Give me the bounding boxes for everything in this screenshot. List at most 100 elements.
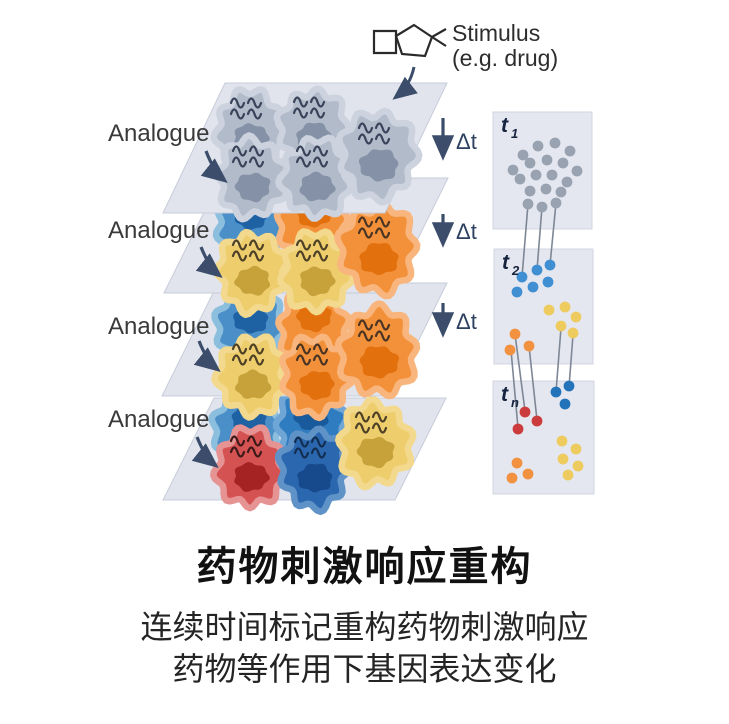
tn-subscript: n bbox=[511, 395, 519, 410]
cell-dot-gray bbox=[571, 165, 583, 177]
analogue-arrow-4 bbox=[191, 436, 219, 469]
rna-mark bbox=[229, 435, 246, 447]
cell-nucleus bbox=[234, 265, 271, 296]
trajectory-line bbox=[514, 333, 526, 412]
cell-nucleus bbox=[235, 369, 272, 399]
cell-dot-blue bbox=[511, 286, 523, 298]
rna-mark bbox=[357, 330, 374, 342]
rna-mark bbox=[374, 227, 391, 239]
cell-dot-dblue bbox=[550, 386, 562, 398]
cell-nucleus bbox=[300, 266, 336, 297]
cell-nucleus bbox=[358, 149, 399, 182]
rna-mark bbox=[357, 227, 374, 239]
cell-dot-yellow bbox=[559, 301, 571, 313]
rna-mark bbox=[357, 216, 374, 228]
cell-dot-yellow bbox=[562, 469, 574, 481]
rna-mark bbox=[248, 156, 265, 168]
cell-dot-gray bbox=[507, 164, 519, 176]
rna-mark bbox=[231, 145, 248, 157]
rna-mark bbox=[231, 156, 248, 168]
cell-dot-dblue bbox=[559, 398, 571, 410]
rna-mark bbox=[295, 156, 312, 168]
rna-mark bbox=[374, 330, 391, 342]
rna-mark bbox=[246, 97, 263, 109]
cell-dot-gray bbox=[514, 173, 526, 185]
cell-nucleus bbox=[359, 346, 400, 379]
cell-dot-yellow bbox=[557, 453, 569, 465]
tn-label: t bbox=[501, 383, 509, 406]
analogue-arrow-1 bbox=[200, 150, 228, 184]
rna-mark bbox=[312, 343, 329, 355]
cell-nucleus bbox=[299, 371, 335, 401]
analogue-arrow-2 bbox=[195, 246, 223, 279]
rna-mark bbox=[312, 239, 329, 251]
cell-dot-gray bbox=[555, 186, 567, 198]
rna-mark bbox=[248, 145, 265, 157]
cell-dot-gray bbox=[517, 149, 529, 161]
cell-dot-gray bbox=[550, 197, 562, 209]
rna-mark bbox=[357, 133, 374, 145]
rna-mark bbox=[231, 354, 248, 366]
drug-molecule-icon bbox=[372, 23, 447, 58]
rna-mark bbox=[312, 156, 329, 168]
analogue-label-4: Analogue bbox=[108, 406, 209, 433]
rna-mark bbox=[374, 133, 391, 145]
rna-mark bbox=[354, 422, 371, 434]
cell-dot-gray bbox=[524, 185, 536, 197]
cell-dot-gray bbox=[549, 137, 561, 149]
cell-dot-gray bbox=[561, 176, 573, 188]
cell-nucleus bbox=[297, 463, 333, 493]
delta-t-label-1: Δt bbox=[456, 129, 477, 154]
t1-subscript: 1 bbox=[511, 126, 518, 141]
rna-mark bbox=[229, 108, 246, 120]
cell-dot-blue bbox=[531, 264, 543, 276]
cell-dot-blue bbox=[516, 271, 528, 283]
rna-mark bbox=[371, 411, 388, 423]
cell-nucleus bbox=[234, 462, 270, 492]
cell-dot-gray bbox=[522, 198, 534, 210]
cell-dot-red bbox=[519, 406, 531, 418]
trajectory-line bbox=[555, 327, 562, 393]
cell-dot-orange bbox=[509, 328, 521, 340]
cell-dot-blue bbox=[542, 276, 554, 288]
rna-mark bbox=[248, 354, 265, 366]
rna-mark bbox=[312, 354, 329, 366]
rna-mark bbox=[248, 343, 265, 355]
cell-nucleus bbox=[299, 171, 336, 202]
rna-mark bbox=[231, 343, 248, 355]
rna-mark bbox=[309, 107, 326, 119]
t2-subscript: 2 bbox=[511, 263, 520, 278]
cell-dot-gray bbox=[546, 169, 558, 181]
rna-mark bbox=[371, 422, 388, 434]
analogue-label-1: Analogue bbox=[108, 120, 209, 147]
stimulus-arrow bbox=[392, 66, 418, 100]
delta-t-label-3: Δt bbox=[456, 309, 477, 334]
rna-mark bbox=[295, 239, 312, 251]
delta-t-label-2: Δt bbox=[456, 219, 477, 244]
cell-nucleus bbox=[234, 172, 271, 203]
trajectory-line bbox=[549, 202, 557, 266]
cell-dot-blue bbox=[544, 259, 556, 271]
rna-mark bbox=[310, 436, 327, 448]
cell-dot-orange bbox=[522, 468, 534, 480]
trajectory-line bbox=[521, 203, 529, 278]
cell-dot-gray bbox=[524, 157, 536, 169]
rna-mark bbox=[309, 96, 326, 108]
stimulus-label-line2: (e.g. drug) bbox=[452, 45, 558, 71]
rna-mark bbox=[310, 447, 327, 459]
cell-dot-orange bbox=[504, 344, 516, 356]
cell-dot-yellow bbox=[543, 304, 555, 316]
rna-mark bbox=[312, 250, 329, 262]
rna-mark bbox=[374, 122, 391, 134]
rna-mark bbox=[374, 319, 391, 331]
rna-mark bbox=[357, 122, 374, 134]
trajectory-line bbox=[510, 349, 519, 429]
rna-mark bbox=[312, 145, 329, 157]
analogue-arrow-3 bbox=[193, 340, 221, 373]
cell-dot-gray bbox=[540, 183, 552, 195]
rna-mark bbox=[248, 239, 265, 251]
trajectory-line bbox=[568, 334, 574, 388]
reconstruction-figure: Stimulus (e.g. drug) Analogue Analogue A… bbox=[108, 20, 595, 515]
caption-subtitle-line2: 药物等作用下基因表达变化 bbox=[172, 651, 557, 688]
cell-dot-yellow bbox=[570, 443, 582, 455]
